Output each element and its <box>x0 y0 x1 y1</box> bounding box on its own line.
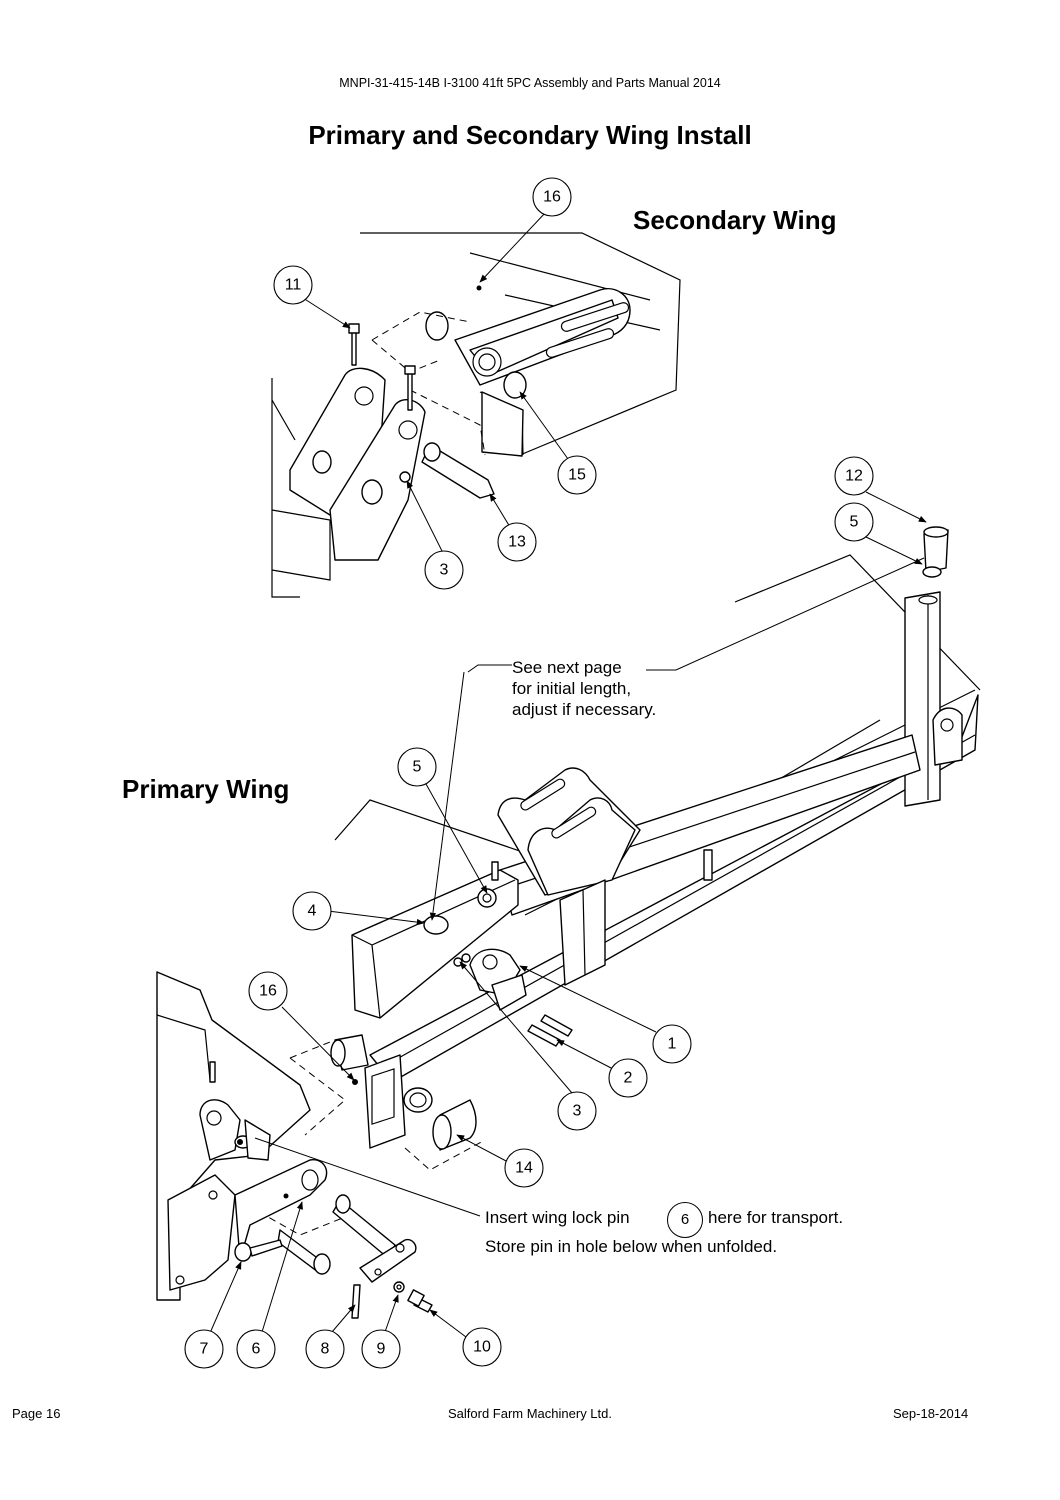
callout-primary-14: 14 <box>504 1148 544 1188</box>
callout-circle <box>273 265 313 305</box>
callout-primary-10: 10 <box>462 1327 502 1367</box>
lock-pin-callout-ref: 6 <box>667 1202 703 1238</box>
callout-primary-12: 12 <box>834 456 874 496</box>
secondary-wing-drawing <box>271 232 681 598</box>
callout-secondary-13: 13 <box>497 522 537 562</box>
callout-number: 11 <box>285 277 302 294</box>
callout-primary-1: 1 <box>652 1024 692 1064</box>
callout-primary-16: 16 <box>248 971 288 1011</box>
lock-pin-note: Insert wing lock pin <box>485 1207 630 1228</box>
callout-primary-4: 4 <box>292 891 332 931</box>
callout-circle <box>652 1024 692 1064</box>
callout-circle <box>532 177 572 217</box>
callout-number: 3 <box>440 562 449 579</box>
length-note: See next page for initial length, adjust… <box>512 657 656 720</box>
callout-primary-9: 9 <box>361 1329 401 1369</box>
company-name: Salford Farm Machinery Ltd. <box>447 1406 612 1421</box>
callout-circle <box>608 1058 648 1098</box>
callout-circle <box>424 550 464 590</box>
callout-secondary-15: 15 <box>557 455 597 495</box>
document-header: MNPI-31-415-14B I-3100 41ft 5PC Assembly… <box>339 76 721 90</box>
length-note-line-3: adjust if necessary. <box>512 700 657 719</box>
callout-number: 2 <box>624 1070 633 1087</box>
document-date: Sep-18-2014 <box>893 1406 969 1421</box>
callout-number: 3 <box>573 1103 582 1120</box>
callout-number: 4 <box>308 903 317 920</box>
callout-primary-6: 6 <box>236 1329 276 1369</box>
callout-number: 5 <box>413 759 422 776</box>
callout-number: 15 <box>568 467 586 484</box>
callout-primary-3: 3 <box>557 1091 597 1131</box>
callout-circle <box>236 1329 276 1369</box>
lock-pin-note-after: here for transport. <box>708 1208 844 1227</box>
callout-number: 9 <box>377 1341 386 1358</box>
callout-circle <box>462 1327 502 1367</box>
callout-circle <box>497 522 537 562</box>
callout-circle <box>292 891 332 931</box>
lock-pin-store-note: Store pin in hole below when unfolded. <box>485 1237 778 1256</box>
callout-primary-7: 7 <box>184 1329 224 1369</box>
leader-lines <box>209 211 927 1341</box>
callout-circle <box>557 1091 597 1131</box>
callout-circle <box>184 1329 224 1369</box>
callout-number: 6 <box>252 1341 261 1358</box>
callout-circle <box>361 1329 401 1369</box>
callout-number: 16 <box>259 983 277 1000</box>
page-title: Primary and Secondary Wing Install <box>308 120 752 150</box>
callout-circle <box>504 1148 544 1188</box>
callout-circle <box>248 971 288 1011</box>
callout-primary-8: 8 <box>305 1329 345 1369</box>
callout-number: 14 <box>515 1160 533 1177</box>
primary-wing-heading: Primary Wing <box>122 774 290 804</box>
callout-number: 5 <box>850 514 859 531</box>
callout-number: 13 <box>508 534 526 551</box>
callout-circle <box>397 747 437 787</box>
callout-circle <box>305 1329 345 1369</box>
callout-secondary-11: 11 <box>273 265 313 305</box>
callout-circle <box>834 502 874 542</box>
callout-number: 7 <box>200 1341 209 1358</box>
primary-wing-drawing <box>156 526 981 1319</box>
callout-primary-5: 5 <box>834 502 874 542</box>
callout-primary-2: 2 <box>608 1058 648 1098</box>
callout-number: 1 <box>668 1036 677 1053</box>
callout-circle <box>557 455 597 495</box>
callout-number: 12 <box>845 468 863 485</box>
callout-number: 8 <box>321 1341 330 1358</box>
callout-number: 16 <box>543 189 561 206</box>
callout-secondary-16: 16 <box>532 177 572 217</box>
lock-pin-note-before: Insert wing lock pin <box>485 1208 630 1227</box>
length-note-line-2: for initial length, <box>512 679 632 698</box>
callout-circle <box>834 456 874 496</box>
callout-number: 10 <box>473 1339 491 1356</box>
length-note-line-1: See next page <box>512 658 622 677</box>
callout-primary-5: 5 <box>397 747 437 787</box>
callout-secondary-3: 3 <box>424 550 464 590</box>
page-number: Page 16 <box>12 1406 61 1421</box>
secondary-wing-heading: Secondary Wing <box>633 205 837 235</box>
